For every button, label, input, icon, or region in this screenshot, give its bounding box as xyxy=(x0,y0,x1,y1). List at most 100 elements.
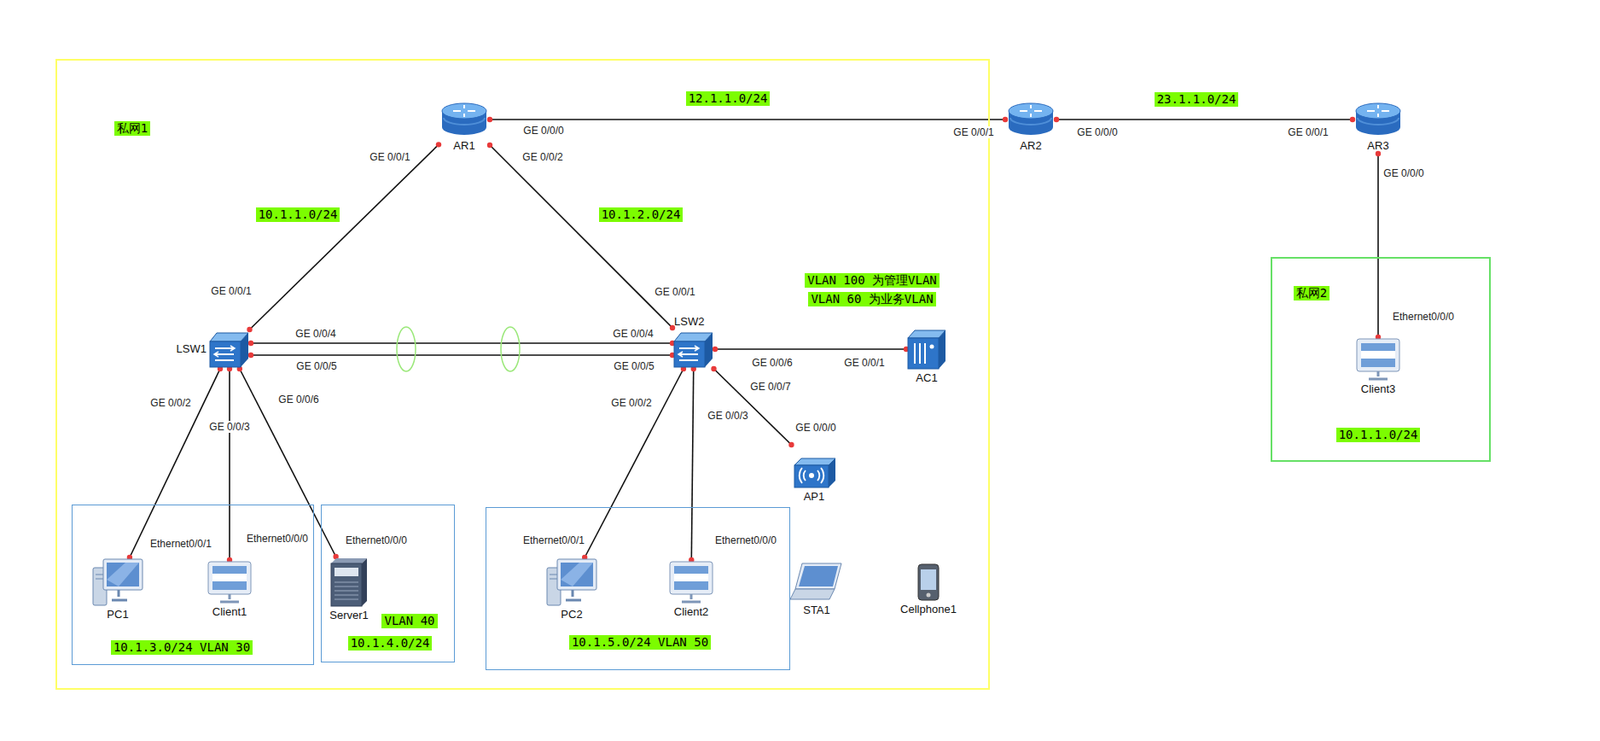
port-label: Ethernet0/0/0 xyxy=(714,534,778,547)
port-label: GE 0/0/6 xyxy=(277,393,320,406)
phone-icon xyxy=(916,562,941,602)
region-label: 私网1 xyxy=(114,121,151,136)
client-node: Client2 xyxy=(666,559,716,620)
router-node: AR1 xyxy=(438,100,490,154)
region-label: 私网2 xyxy=(1293,285,1330,301)
port-dot xyxy=(248,340,254,346)
ap-icon xyxy=(791,444,838,489)
region-label: 10.1.4.0/24 xyxy=(348,635,433,651)
network-link xyxy=(714,368,792,445)
client-icon xyxy=(204,559,255,605)
pc-icon xyxy=(545,557,599,607)
client-icon xyxy=(1353,337,1403,382)
network-link xyxy=(250,144,439,330)
network-link xyxy=(250,342,673,344)
port-label: Ethernet0/0/0 xyxy=(245,532,309,545)
port-label: Ethernet0/0/1 xyxy=(522,534,586,547)
network-link xyxy=(228,368,231,560)
device-name: LSW2 xyxy=(672,314,706,330)
port-label: Ethernet0/0/0 xyxy=(1391,310,1455,323)
router-icon xyxy=(1005,100,1057,139)
device-name: PC1 xyxy=(104,606,130,623)
port-label: GE 0/0/5 xyxy=(295,360,338,373)
laptop-node: STA1 xyxy=(790,561,844,618)
region-label: 10.1.3.0/24 VLAN 30 xyxy=(110,640,253,655)
device-name: AR1 xyxy=(451,138,477,154)
pc-node: PC1 xyxy=(91,557,145,623)
network-region: 10.1.5.0/24 VLAN 50 PC2Client2 xyxy=(485,506,791,670)
router-icon xyxy=(438,100,490,139)
port-label: GE 0/0/1 xyxy=(1286,126,1329,139)
device-name: STA1 xyxy=(801,602,832,618)
phone-node: Cellphone1 xyxy=(898,562,959,617)
port-label: GE 0/0/2 xyxy=(521,151,564,163)
vlan-note: VLAN 100 为管理VLAN xyxy=(804,273,940,288)
port-dot xyxy=(246,326,252,332)
region-label: 10.1.5.0/24 VLAN 50 xyxy=(569,634,711,650)
port-label: GE 0/0/0 xyxy=(522,124,565,137)
router-node: AR2 xyxy=(1005,100,1057,154)
region-label: 10.1.1.0/24 xyxy=(1336,427,1421,443)
device-name: Server1 xyxy=(327,607,371,623)
device-name: AR3 xyxy=(1365,138,1391,154)
laptop-icon xyxy=(790,561,844,603)
link-aggregation-mark xyxy=(500,326,520,372)
port-dot xyxy=(487,142,493,148)
network-link xyxy=(1056,118,1353,121)
network-region: VLAN 40 10.1.4.0/24 Server1 xyxy=(320,504,455,663)
port-label: GE 0/0/6 xyxy=(750,356,793,369)
port-dot xyxy=(248,352,254,358)
switch-node: LSW1 xyxy=(174,329,251,369)
port-dot xyxy=(712,346,718,352)
network-link xyxy=(691,368,693,560)
network-link xyxy=(1377,153,1379,338)
network-link xyxy=(489,118,1006,121)
device-name: AR2 xyxy=(1018,138,1043,154)
ac-icon xyxy=(906,327,948,371)
device-name: Client1 xyxy=(210,604,249,620)
subnet-label: 10.1.2.0/24 xyxy=(599,207,684,222)
port-label: GE 0/0/1 xyxy=(653,285,696,298)
switch-icon xyxy=(672,329,716,369)
port-label: GE 0/0/7 xyxy=(749,380,792,393)
pc-node: PC2 xyxy=(545,557,599,623)
port-dot xyxy=(710,366,716,372)
region-label: VLAN 40 xyxy=(381,613,437,629)
device-name: AC1 xyxy=(913,370,939,386)
port-label: GE 0/0/1 xyxy=(952,126,995,139)
port-label: GE 0/0/2 xyxy=(149,396,192,409)
client-node: Client1 xyxy=(204,559,255,620)
port-label: GE 0/0/0 xyxy=(1076,126,1118,139)
network-link xyxy=(715,348,907,350)
port-label: GE 0/0/5 xyxy=(612,360,655,373)
device-name: Client2 xyxy=(672,604,710,620)
router-node: AR3 xyxy=(1352,100,1404,154)
port-label: GE 0/0/2 xyxy=(610,396,652,409)
device-name: Client3 xyxy=(1359,381,1397,397)
subnet-label: 23.1.1.0/24 xyxy=(1154,92,1240,107)
ac-node: AC1 xyxy=(906,327,948,386)
port-dot xyxy=(1053,116,1059,123)
port-dot xyxy=(1002,116,1008,123)
ap-node: AP1 xyxy=(791,444,838,505)
port-label: GE 0/0/1 xyxy=(843,356,885,369)
port-dot xyxy=(487,116,493,123)
port-label: GE 0/0/1 xyxy=(209,285,252,297)
network-link xyxy=(250,354,673,356)
network-region: 私网2 10.1.1.0/24 Client3 xyxy=(1270,256,1491,462)
port-dot xyxy=(436,141,442,147)
server-icon xyxy=(329,556,369,608)
port-label: GE 0/0/4 xyxy=(611,327,654,340)
client-node: Client3 xyxy=(1353,337,1403,397)
port-label: Ethernet0/0/1 xyxy=(149,537,213,550)
device-name: LSW1 xyxy=(174,341,209,357)
subnet-label: 10.1.1.0/24 xyxy=(256,207,341,222)
subnet-label: 12.1.1.0/24 xyxy=(686,91,771,106)
device-name: Cellphone1 xyxy=(898,601,959,617)
router-icon xyxy=(1352,100,1404,139)
vlan-note: VLAN 60 为业务VLAN xyxy=(808,291,936,307)
switch-node: LSW2 xyxy=(672,314,716,369)
port-label: GE 0/0/0 xyxy=(1382,167,1425,180)
port-label: GE 0/0/3 xyxy=(706,409,749,422)
client-icon xyxy=(666,559,716,605)
